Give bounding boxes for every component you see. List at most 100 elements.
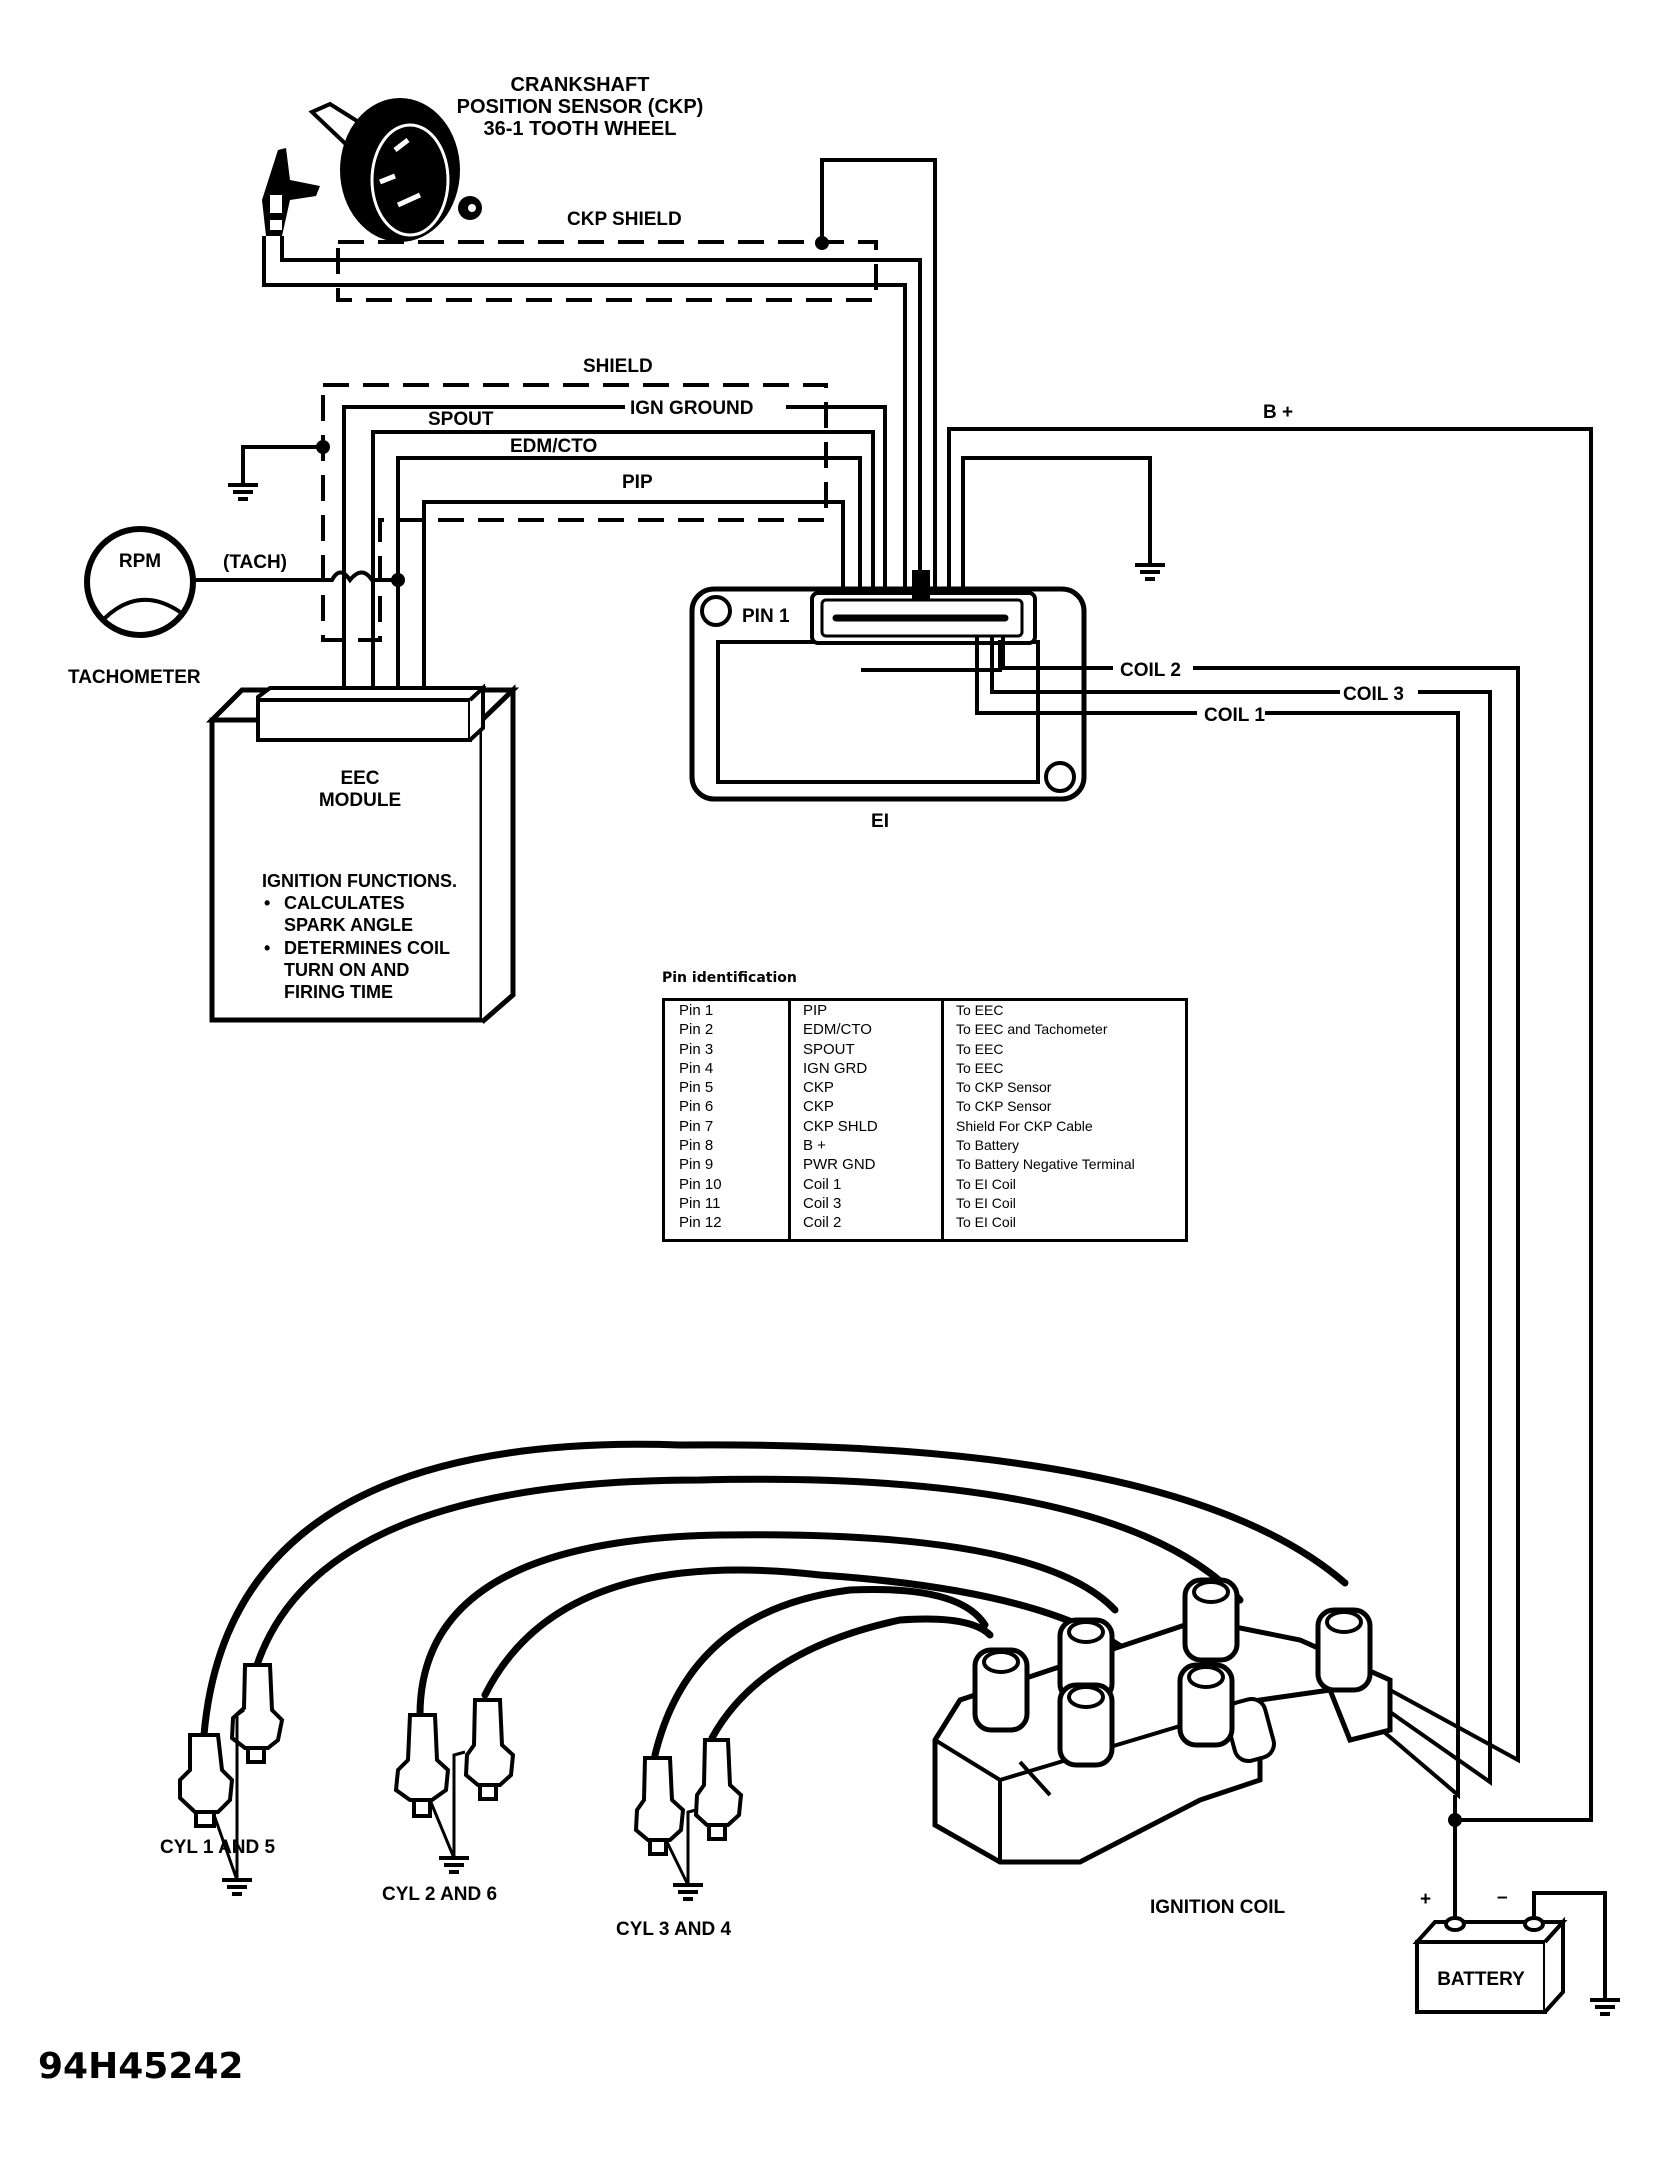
table-cell-signal: PWR GND	[803, 1156, 876, 1174]
edm-cto-wire	[396, 456, 862, 720]
tachometer-label: TACHOMETER	[68, 667, 201, 688]
spark-plug-icon	[229, 1663, 285, 1764]
ckp-wire-a	[280, 236, 922, 592]
tachometer-icon: RPM	[84, 526, 196, 638]
bullet-icon: •	[264, 893, 270, 913]
table-cell-signal: CKP	[803, 1098, 834, 1116]
pin-table-title: Pin identification	[662, 970, 797, 986]
table-cell-destination: To EEC	[956, 1059, 1004, 1076]
cyl-1-5-label: CYL 1 AND 5	[160, 1837, 276, 1858]
table-cell-signal: EDM/CTO	[803, 1021, 872, 1039]
table-cell-destination: Shield For CKP Cable	[956, 1117, 1093, 1134]
shield-label: SHIELD	[583, 356, 653, 377]
figure-id: 94H45242	[38, 2046, 244, 2087]
spout-label: SPOUT	[428, 409, 494, 430]
spark-plug-icon	[393, 1713, 451, 1818]
plug-wire	[481, 1566, 1129, 1699]
mount-hole-icon	[700, 595, 732, 627]
ckp-title-line-1: CRANKSHAFT	[511, 74, 650, 96]
table-cell-pin: Pin 12	[679, 1214, 722, 1232]
rpm-label: RPM	[119, 551, 161, 572]
plug-wire	[200, 1440, 1349, 1739]
tach-wire	[193, 570, 398, 584]
table-cell-signal: Coil 3	[803, 1194, 842, 1212]
plug-wire	[416, 1531, 1119, 1719]
bullet-icon: •	[264, 938, 270, 958]
plug-wire	[253, 1475, 1244, 1669]
table-cell-destination: To EEC	[956, 1002, 1004, 1018]
eec-function-2-line-1: DETERMINES COIL	[284, 938, 450, 958]
ground-icon	[228, 483, 258, 501]
table-cell-signal: PIP	[803, 1002, 828, 1019]
shield-ground-wire	[241, 445, 323, 485]
table-cell-pin: Pin 4	[679, 1059, 714, 1077]
table-cell-pin: Pin 3	[679, 1040, 714, 1058]
coil-2-label: COIL 2	[1120, 660, 1181, 681]
tooth-wheel-icon	[308, 98, 482, 242]
table-cell-signal: CKP	[803, 1079, 834, 1097]
eec-functions-heading: IGNITION FUNCTIONS.	[262, 871, 457, 891]
eec-function-2-line-3: FIRING TIME	[284, 982, 393, 1002]
tach-signal-label: (TACH)	[223, 552, 287, 573]
cyl-2-6-label: CYL 2 AND 6	[382, 1884, 497, 1905]
edm-cto-label: EDM/CTO	[510, 436, 597, 457]
plug-ground-wire	[211, 1708, 245, 1881]
table-cell-pin: Pin 6	[679, 1098, 714, 1116]
ckp-shield-outline	[336, 240, 878, 302]
ei-module: PIN 1	[689, 570, 1087, 802]
table-cell-pin: Pin 8	[679, 1137, 714, 1155]
table-cell-destination: To CKP Sensor	[956, 1098, 1052, 1115]
b-plus-label: B +	[1263, 402, 1293, 423]
coil-2-wire-b	[1193, 666, 1520, 1764]
table-cell-signal: Coil 1	[803, 1175, 842, 1193]
ckp-title-line-3: 36-1 TOOTH WHEEL	[484, 118, 677, 140]
pip-label: PIP	[622, 472, 653, 493]
table-cell-destination: To Battery Negative Terminal	[956, 1156, 1135, 1173]
table-cell-signal: Coil 2	[803, 1214, 842, 1232]
table-cell-signal: B +	[803, 1137, 826, 1155]
ground-icon	[1590, 1998, 1620, 2016]
coil-3-wire-b	[1378, 690, 1492, 1786]
coil-3-wire	[990, 636, 1340, 694]
battery-icon: BATTERY	[1412, 1916, 1568, 2014]
table-cell-pin: Pin 2	[679, 1021, 714, 1039]
ground-icon	[222, 1878, 252, 1896]
table-cell-destination: To CKP Sensor	[956, 1079, 1052, 1096]
ground-icon	[1135, 563, 1165, 581]
spark-plug-icon	[633, 1756, 686, 1856]
ground-icon	[673, 1883, 703, 1901]
table-cell-destination: To EEC	[956, 1040, 1004, 1057]
spark-plug-wires	[200, 1440, 1349, 1759]
ckp-title-line-2: POSITION SENSOR (CKP)	[457, 96, 704, 118]
ign-ground-label: IGN GROUND	[630, 398, 754, 419]
table-cell-signal: IGN GRD	[803, 1059, 868, 1077]
battery-label: BATTERY	[1437, 1969, 1525, 1990]
b-plus-wire	[947, 427, 1593, 1822]
plug-ground-wire	[428, 1750, 466, 1859]
plug-wire	[708, 1615, 994, 1742]
eec-module: EEC MODULE IGNITION FUNCTIONS. • CALCULA…	[205, 683, 520, 1024]
ckp-shield-drain-wire	[820, 158, 937, 592]
ign-ground-wire	[342, 405, 625, 720]
spark-plug-icon	[463, 1698, 516, 1801]
table-cell-destination: To EI Coil	[956, 1194, 1016, 1211]
ignition-coil-label: IGNITION COIL	[1150, 1897, 1286, 1918]
table-cell-signal: CKP SHLD	[803, 1117, 878, 1135]
ground-icon	[439, 1856, 469, 1874]
table-cell-pin: Pin 11	[679, 1194, 721, 1212]
coil-1-wire-b	[1265, 711, 1460, 1800]
table-cell-signal: SPOUT	[803, 1040, 855, 1058]
battery-plus-label: +	[1420, 1889, 1431, 1910]
table-cell-pin: Pin 1	[679, 1002, 714, 1019]
ei-label: EI	[871, 811, 889, 832]
table-cell-destination: To EI Coil	[956, 1175, 1016, 1192]
ckp-shield-label: CKP SHIELD	[567, 209, 682, 230]
battery-minus-label: –	[1497, 1887, 1508, 1908]
cyl-3-4-label: CYL 3 AND 4	[616, 1919, 732, 1940]
ckp-sensor-icon	[262, 148, 320, 236]
table-cell-destination: To Battery	[956, 1137, 1020, 1154]
